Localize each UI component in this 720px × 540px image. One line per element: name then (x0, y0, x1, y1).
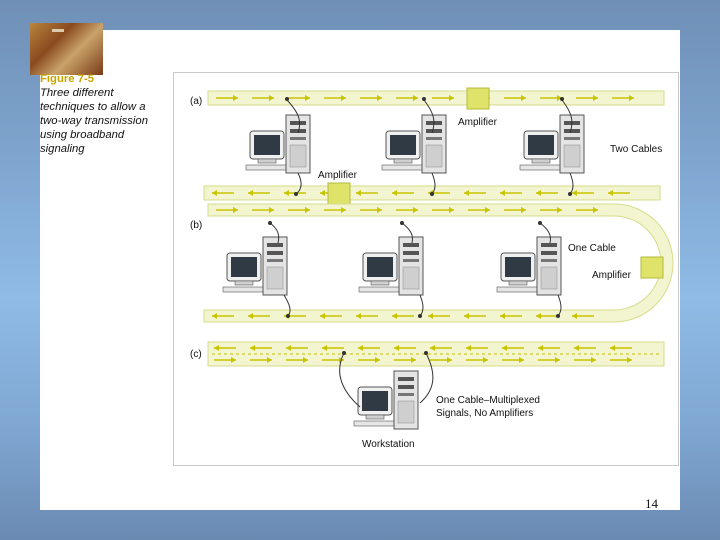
arrow-head (392, 313, 397, 319)
part-c-label: (c) (190, 349, 202, 360)
arrow-head (449, 207, 454, 213)
arrow-head (320, 313, 325, 319)
arrow-head (413, 95, 418, 101)
arrow-head (536, 313, 541, 319)
arrow-head (231, 357, 236, 363)
workstation-a1 (245, 114, 311, 174)
arrow-head (466, 345, 471, 351)
arrow-head (610, 345, 615, 351)
arrow-head (411, 357, 416, 363)
arrow-head (341, 207, 346, 213)
arrow-head (358, 345, 363, 351)
arrow-head (212, 313, 217, 319)
arrow-head (629, 95, 634, 101)
workstation-label: Workstation (362, 439, 415, 450)
cable-c-left-arrows (214, 345, 632, 351)
arrow-head (536, 190, 541, 196)
arrow-head (356, 190, 361, 196)
cable-b-bottom-arrows (212, 313, 594, 319)
arrow-head (557, 207, 562, 213)
arrow-head (248, 190, 253, 196)
page-number: 14 (645, 496, 658, 511)
one-cable-label: One Cable (568, 243, 616, 254)
arrow-head (267, 357, 272, 363)
arrow-head (557, 95, 562, 101)
figure-caption-text: Three different techniques to allow a tw… (40, 87, 148, 155)
arrow-head (269, 207, 274, 213)
arrow-head (608, 190, 613, 196)
slide-thumbnail-image (30, 23, 103, 75)
arrow-head (591, 357, 596, 363)
arrow-head (502, 345, 507, 351)
amplifier-b-label: Amplifier (592, 270, 632, 281)
arrow-head (233, 207, 238, 213)
arrow-head (286, 345, 291, 351)
amplifier-a-bottom-label: Amplifier (318, 170, 358, 181)
arrow-head (375, 357, 380, 363)
arrow-head (519, 357, 524, 363)
arrow-head (303, 357, 308, 363)
arrow-head (320, 190, 325, 196)
amplifier-b (640, 256, 664, 279)
workstation-b3 (496, 236, 562, 296)
arrow-head (485, 207, 490, 213)
arrow-head (394, 345, 399, 351)
part-b-label: (b) (190, 220, 202, 231)
arrow-head (248, 313, 253, 319)
arrow-head (214, 345, 219, 351)
arrow-head (593, 207, 598, 213)
arrow-head (284, 190, 289, 196)
arrow-head (341, 95, 346, 101)
amplifier-a-top-label: Amplifier (458, 117, 498, 128)
part-a-label: (a) (190, 96, 202, 107)
arrow-head (356, 313, 361, 319)
figure-label: Figure 7-5 (40, 73, 94, 85)
arrow-head (250, 345, 255, 351)
multiplexed-label-line1: One Cable–Multiplexed (436, 395, 540, 406)
arrow-head (212, 190, 217, 196)
arrow-head (483, 357, 488, 363)
arrow-head (521, 207, 526, 213)
arrow-head (413, 207, 418, 213)
arrow-head (555, 357, 560, 363)
arrow-head (305, 95, 310, 101)
arrow-head (233, 95, 238, 101)
cable-b-loop (203, 203, 674, 323)
workstation-b2 (358, 236, 424, 296)
amplifier-a-top (466, 87, 490, 110)
arrow-head (322, 345, 327, 351)
workstation-a3 (519, 114, 585, 174)
workstation-a2 (381, 114, 447, 174)
arrow-head (574, 345, 579, 351)
arrow-head (500, 313, 505, 319)
arrow-head (464, 313, 469, 319)
arrow-head (269, 95, 274, 101)
arrow-head (627, 357, 632, 363)
figure-caption: Figure 7-5 Three different techniques to… (40, 72, 165, 156)
diagram-canvas: (a) Amplifier Amplifier Two Cables (b) A… (190, 87, 674, 450)
arrow-head (377, 95, 382, 101)
arrow-head (377, 207, 382, 213)
broadband-diagram: (a) Amplifier Amplifier Two Cables (b) A… (173, 72, 679, 466)
arrow-head (593, 95, 598, 101)
arrow-head (305, 207, 310, 213)
two-cables-label: Two Cables (610, 144, 662, 155)
multiplexed-label-line2: Signals, No Amplifiers (436, 408, 533, 419)
arrow-head (464, 190, 469, 196)
arrow-head (392, 190, 397, 196)
arrow-head (538, 345, 543, 351)
amplifier-a-bottom (327, 182, 351, 205)
arrow-head (521, 95, 526, 101)
workstation-b1 (222, 236, 288, 296)
arrow-head (428, 313, 433, 319)
arrow-head (447, 357, 452, 363)
cable-c-right-arrows (214, 357, 632, 363)
arrow-head (430, 345, 435, 351)
cable-b-top-arrows (216, 207, 598, 213)
arrow-head (449, 95, 454, 101)
arrow-head (572, 190, 577, 196)
workstation-c (353, 370, 419, 430)
arrow-head (572, 313, 577, 319)
arrow-head (500, 190, 505, 196)
